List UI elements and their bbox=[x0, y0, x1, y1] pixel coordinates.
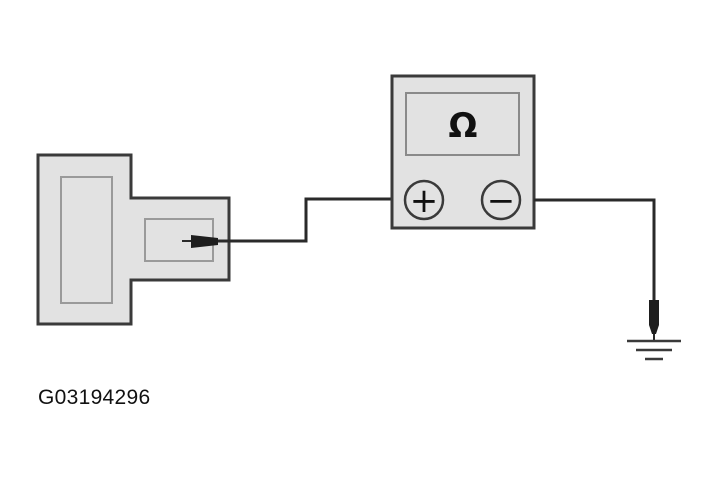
test-lead-positive bbox=[218, 197, 392, 243]
test-lead-negative bbox=[534, 198, 656, 300]
negative-terminal bbox=[480, 179, 522, 221]
backprobe-tip bbox=[191, 235, 218, 248]
ground-symbol-icon bbox=[627, 339, 681, 361]
connector-inner-panel bbox=[60, 176, 113, 304]
multimeter-display bbox=[405, 92, 520, 156]
ground-probe-tip bbox=[649, 300, 659, 334]
multimeter: Ω + − bbox=[390, 74, 536, 230]
ground-connection bbox=[649, 300, 659, 340]
minus-icon: − bbox=[487, 181, 516, 221]
connector bbox=[36, 153, 231, 326]
positive-terminal bbox=[403, 179, 445, 221]
ohm-symbol: Ω bbox=[449, 106, 478, 146]
plus-icon: + bbox=[410, 181, 439, 221]
figure-id: G03194296 bbox=[38, 386, 151, 409]
backprobe bbox=[182, 235, 218, 248]
connector-body bbox=[36, 153, 231, 326]
